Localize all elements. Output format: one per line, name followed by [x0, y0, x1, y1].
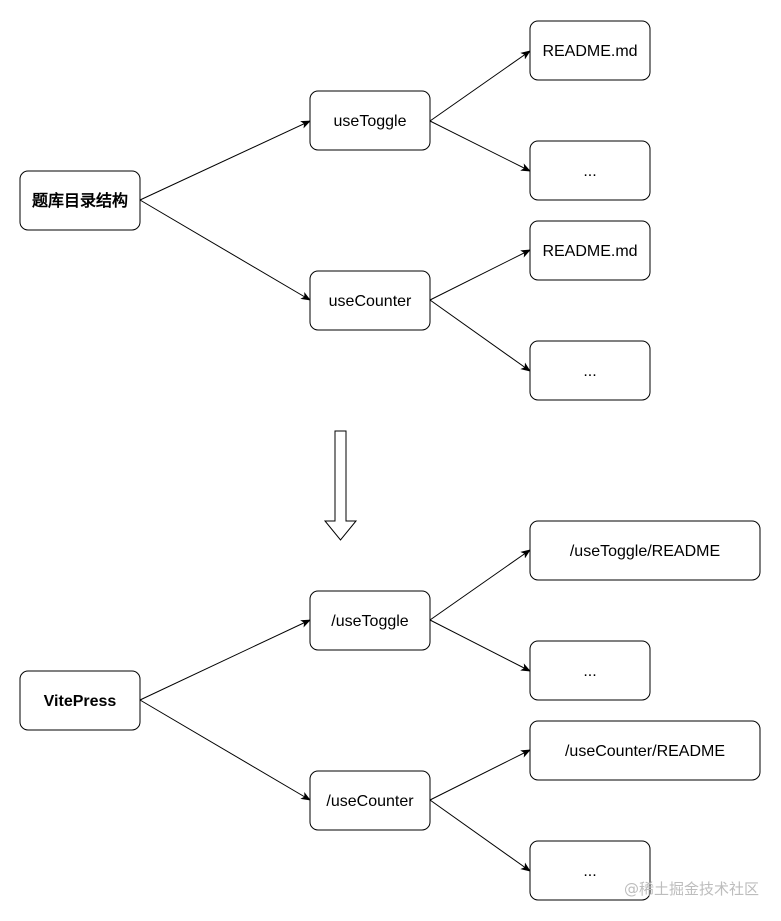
watermark: @稀土掘金技术社区 — [623, 880, 759, 898]
node-vp-usetoggle-ellipsis: ... — [529, 640, 651, 701]
edge-root-to-usecounter — [139, 199, 311, 301]
edge-vp-root-to-usecounter — [139, 699, 311, 801]
edge-vp-usecounter-to-readme — [429, 749, 531, 801]
node-usecounter-ellipsis-label: ... — [583, 363, 596, 380]
node-usetoggle-ellipsis: ... — [529, 140, 651, 201]
edge-root-to-usetoggle — [139, 120, 311, 201]
edge-vp-usecounter-to-ellipsis — [429, 799, 531, 872]
node-vp-usecounter-ellipsis-label: ... — [583, 863, 596, 880]
edge-vp-usetoggle-to-ellipsis — [429, 619, 531, 672]
node-usecounter-label: useCounter — [329, 293, 412, 310]
node-root-label: 题库目录结构 — [32, 191, 128, 210]
node-vitepress: VitePress — [19, 670, 141, 731]
edge-usetoggle-to-ellipsis — [429, 120, 531, 172]
node-usecounter-readme-label: README.md — [542, 243, 637, 260]
node-usecounter-ellipsis: ... — [529, 340, 651, 401]
node-usetoggle: useToggle — [309, 90, 431, 151]
edge-vp-usetoggle-to-readme — [429, 549, 531, 621]
node-usetoggle-label: useToggle — [334, 113, 407, 130]
node-root: 题库目录结构 — [19, 170, 141, 231]
node-vp-usecounter: /useCounter — [309, 770, 431, 831]
node-vitepress-label: VitePress — [44, 693, 117, 710]
node-vp-usetoggle-readme: /useToggle/README — [529, 520, 761, 581]
node-usetoggle-readme-label: README.md — [542, 43, 637, 60]
node-vp-usecounter-readme-label: /useCounter/README — [565, 743, 725, 760]
top-tree: 题库目录结构 useToggle useCounter README.md ..… — [19, 20, 651, 401]
node-vp-usetoggle-ellipsis-label: ... — [583, 663, 596, 680]
node-vp-usetoggle-readme-label: /useToggle/README — [570, 543, 720, 560]
down-arrow-icon — [323, 430, 358, 541]
edge-usecounter-to-ellipsis — [429, 299, 531, 372]
node-vp-usetoggle: /useToggle — [309, 590, 431, 651]
node-usecounter-readme: README.md — [529, 220, 651, 281]
edge-usecounter-to-readme — [429, 249, 531, 301]
node-usetoggle-ellipsis-label: ... — [583, 163, 596, 180]
node-vp-usecounter-label: /useCounter — [326, 793, 414, 810]
node-vp-usecounter-ellipsis: ... — [529, 840, 651, 901]
node-vp-usecounter-readme: /useCounter/README — [529, 720, 761, 781]
node-usecounter: useCounter — [309, 270, 431, 331]
edge-vp-root-to-usetoggle — [139, 619, 311, 701]
edge-usetoggle-to-readme — [429, 50, 531, 122]
bottom-tree: VitePress /useToggle /useCounter /useTog… — [19, 520, 761, 901]
node-vp-usetoggle-label: /useToggle — [331, 613, 408, 630]
node-usetoggle-readme: README.md — [529, 20, 651, 81]
